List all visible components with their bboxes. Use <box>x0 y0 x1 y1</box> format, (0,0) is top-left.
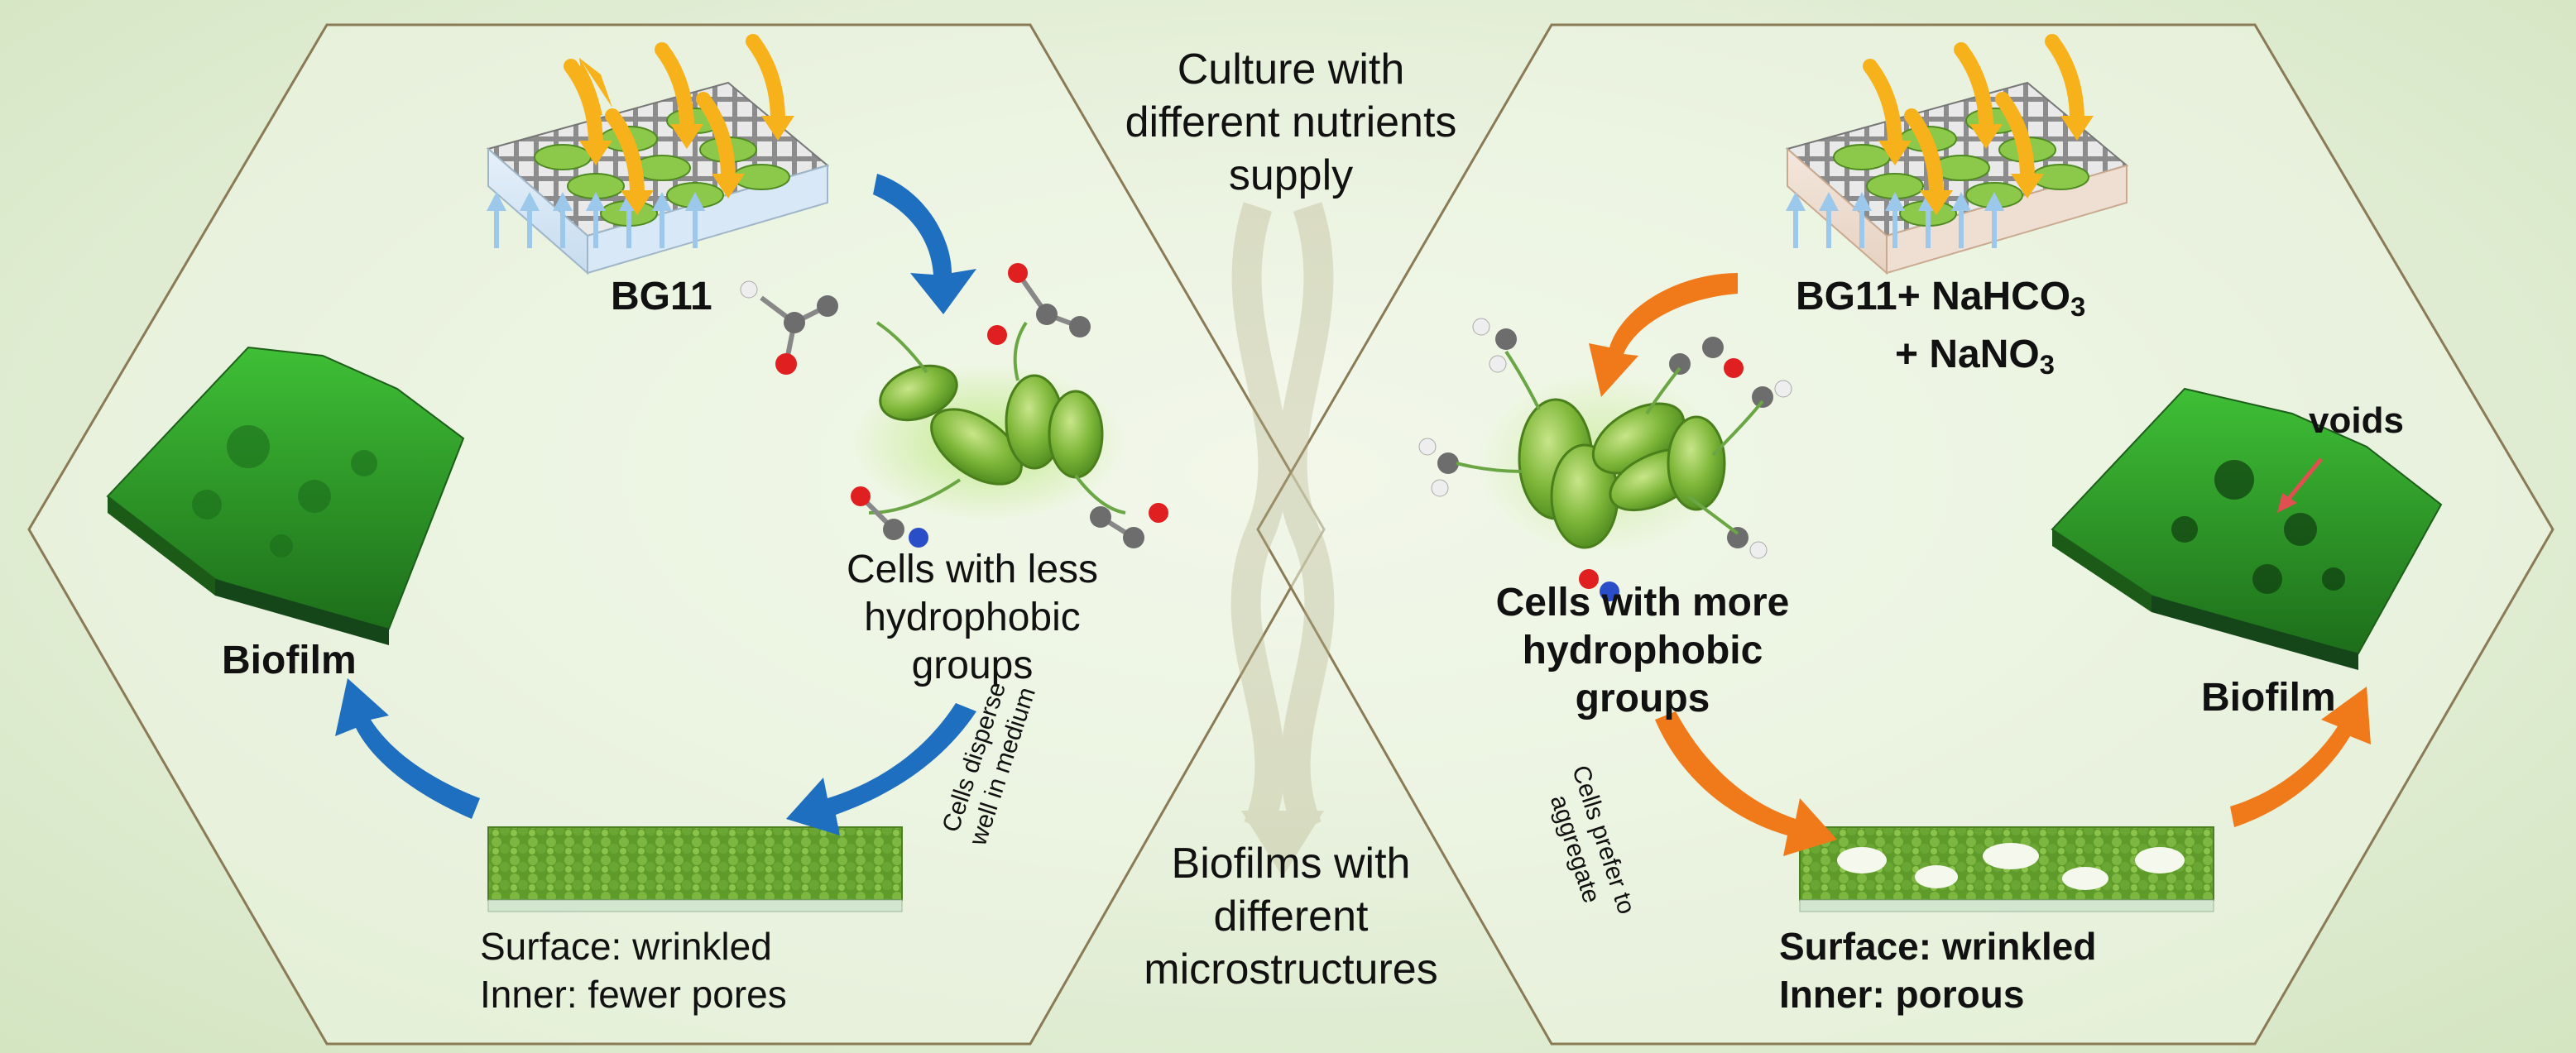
left-cross-section <box>487 826 903 912</box>
center-flow-arrows <box>1230 202 1335 877</box>
left-blue-arrows <box>335 174 976 835</box>
left-culture-plate <box>486 34 830 275</box>
right-cells-line1: Cells with more <box>1495 581 1790 625</box>
center-bottom-line1: Biofilms with <box>1171 840 1411 888</box>
right-molecules <box>1418 318 1792 601</box>
left-surface-line: Surface: wrinkled <box>480 925 772 968</box>
right-biofilm-3d <box>2051 387 2443 670</box>
center-bottom-line2: different <box>1213 893 1369 941</box>
left-medium-label: BG11 <box>611 275 712 318</box>
right-inner-line: Inner: porous <box>1779 973 2025 1016</box>
right-medium-line1: BG11+ NaHCO3 <box>1796 275 2086 323</box>
center-top-line1: Culture with <box>1177 45 1405 93</box>
left-biofilm-label: Biofilm <box>222 639 357 682</box>
left-biofilm-3d <box>106 346 465 645</box>
left-cells-line1: Cells with less <box>846 548 1099 591</box>
right-medium-line2: + NaNO3 <box>1895 333 2055 381</box>
right-cells-text: Cells with more hydrophobic groups <box>1477 579 1808 723</box>
right-medium-text: BG11+ NaHCO3 + NaNO3 <box>1796 273 2085 389</box>
center-bottom-line3: microstructures <box>1144 945 1438 993</box>
right-culture-plate <box>1785 34 2129 275</box>
left-cell-cluster <box>740 263 1168 548</box>
right-cross-section <box>1799 826 2214 912</box>
left-cells-line2: hydrophobic <box>864 596 1081 639</box>
center-top-line3: supply <box>1228 151 1354 199</box>
left-inner-line: Inner: fewer pores <box>480 973 787 1016</box>
center-top-text: Culture with different nutrients supply <box>1109 43 1473 202</box>
right-cell-cluster <box>1418 318 1792 601</box>
center-bottom-text: Biofilms with different microstructures <box>1109 837 1473 996</box>
right-caption: Surface: wrinkled Inner: porous <box>1779 922 2096 1018</box>
center-top-line2: different nutrients <box>1125 98 1457 146</box>
left-molecules <box>740 263 1168 548</box>
left-cells-line3: groups <box>911 644 1034 687</box>
left-cells-text: Cells with less hydrophobic groups <box>836 546 1109 690</box>
right-voids-label: voids <box>2309 400 2404 441</box>
right-biofilm-label: Biofilm <box>2201 676 2336 720</box>
right-hexagon <box>1256 23 2554 1046</box>
right-cells-line2: hydrophobic <box>1522 629 1763 672</box>
left-caption: Surface: wrinkled Inner: fewer pores <box>480 922 787 1018</box>
right-orange-arrows <box>1589 273 2371 856</box>
right-cells-line3: groups <box>1575 677 1710 720</box>
right-surface-line: Surface: wrinkled <box>1779 925 2097 968</box>
